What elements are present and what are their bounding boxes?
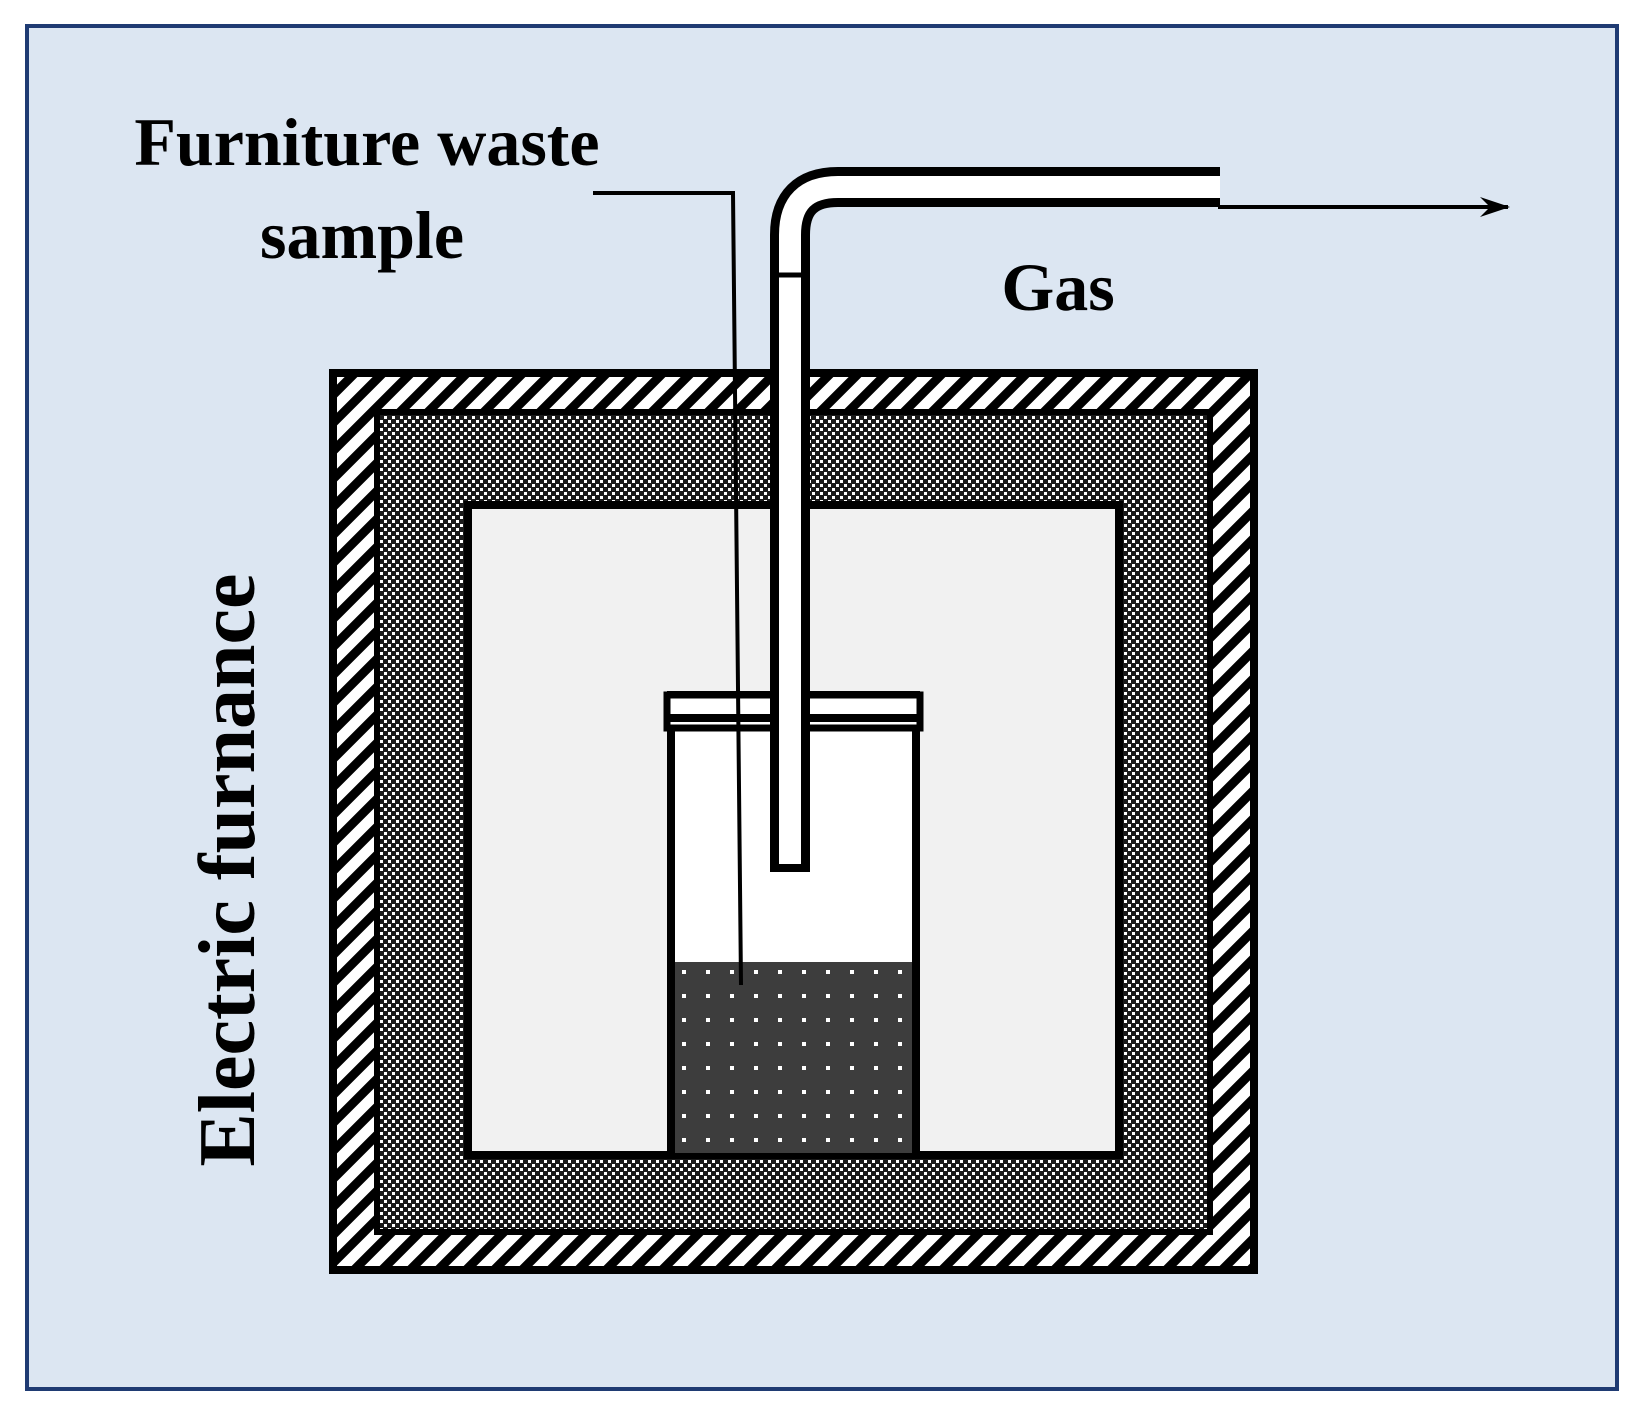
sample-label-line1: Furniture waste (134, 104, 599, 180)
furnace-label: Electric furnance (184, 573, 272, 1166)
gas-outlet-tube (770, 167, 1220, 872)
sample-label-line2: sample (260, 197, 464, 273)
reactor-crucible (663, 691, 924, 1159)
furniture-waste-sample-bed (675, 962, 912, 1153)
gas-label: Gas (1001, 249, 1114, 325)
sample-pointer-line (593, 191, 743, 986)
